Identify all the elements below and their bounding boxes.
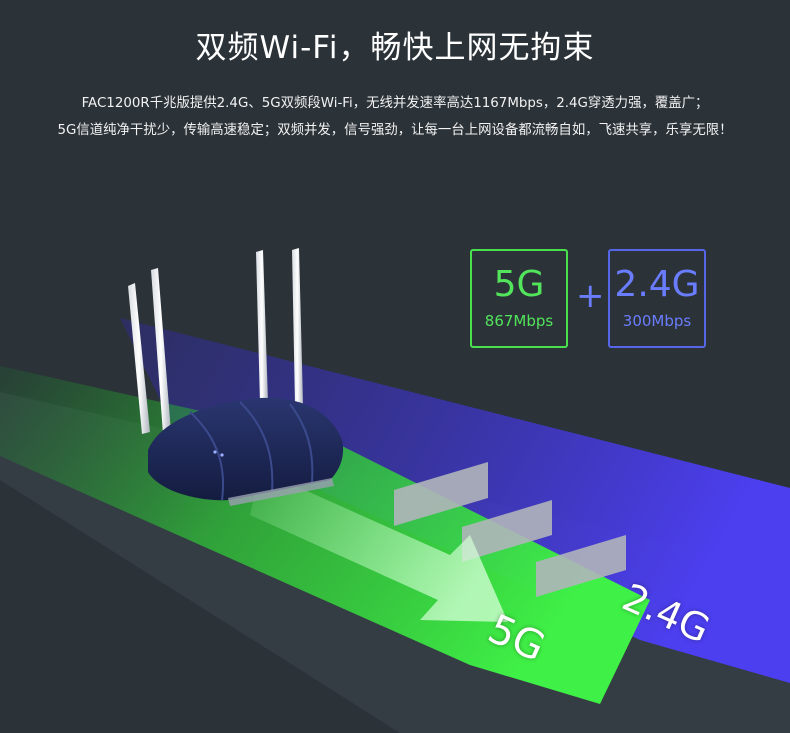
badge-24g-speed: 300Mbps — [622, 312, 692, 330]
router-ridge — [189, 401, 314, 501]
wall-block-3 — [536, 535, 626, 597]
arrow-5g — [250, 470, 508, 622]
description-line-2: 5G信道纯净干扰少，传输高速稳定；双频并发，信号强劲，让每一台上网设备都流畅自如… — [57, 123, 733, 138]
badge-24g: 2.4G 300Mbps — [608, 249, 706, 348]
badge-5g-speed: 867Mbps — [484, 312, 554, 330]
page-headline: 双频Wi-Fi，畅快上网无拘束 — [195, 30, 595, 66]
badge-5g-band: 5G — [493, 264, 545, 305]
badge-24g-band: 2.4G — [614, 264, 700, 305]
antenna-3 — [256, 250, 268, 403]
antenna-2 — [151, 268, 171, 434]
wall-block-1 — [394, 462, 488, 526]
router-body — [148, 397, 344, 501]
antenna-1 — [128, 283, 150, 434]
plus-sign: + — [576, 276, 605, 316]
badge-5g: 5G 867Mbps — [470, 249, 568, 348]
description: FAC1200R千兆版提供2.4G、5G双频段Wi-Fi，无线并发速率高达116… — [10, 90, 780, 144]
antenna-4 — [292, 248, 303, 404]
router-vent — [228, 478, 334, 506]
wall-block-2 — [462, 500, 552, 562]
description-line-1: FAC1200R千兆版提供2.4G、5G双频段Wi-Fi，无线并发速率高达116… — [81, 96, 709, 111]
